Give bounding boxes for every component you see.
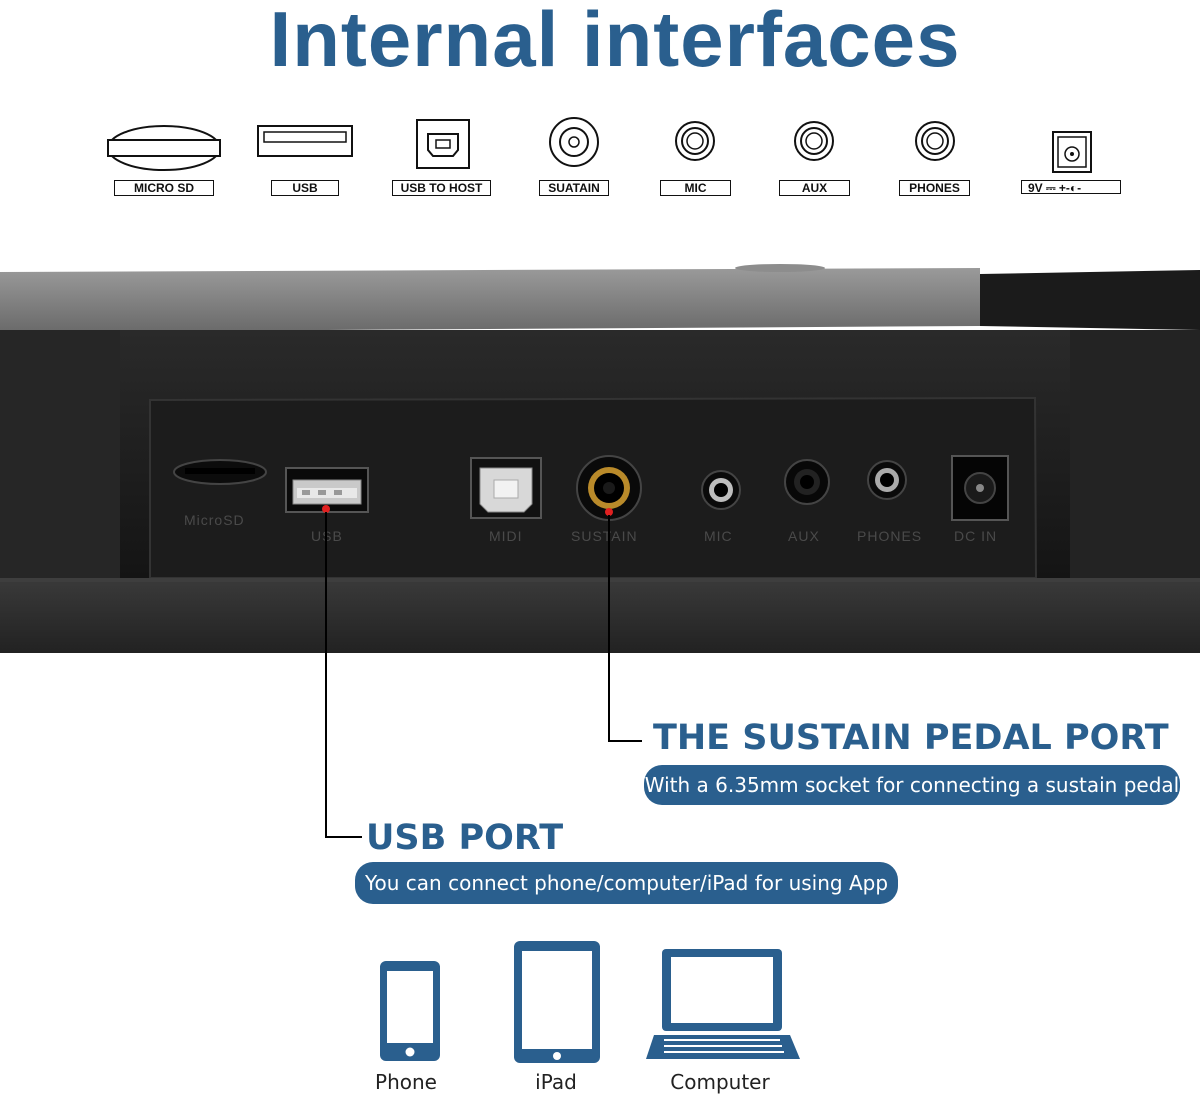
mic-port-icon	[701, 470, 741, 510]
usb-b-icon	[416, 119, 470, 169]
label-dc: 9V ⎓ +-◐-	[1021, 180, 1121, 195]
sustain-heading: THE SUSTAIN PEDAL PORT	[653, 718, 1169, 758]
callout-lines	[325, 512, 642, 838]
usb-description: You can connect phone/computer/iPad for …	[355, 862, 898, 904]
panel-label-phones: PHONES	[857, 528, 923, 544]
panel-label-midi: MIDI	[489, 528, 523, 544]
keyboard-rear-panel	[0, 264, 1200, 653]
usb-heading: USB PORT	[366, 818, 564, 858]
device-icons	[380, 941, 800, 1063]
usb-callout-line	[325, 512, 362, 838]
dc-port-icon	[951, 455, 1009, 521]
label-usb: USB	[271, 180, 339, 196]
device-label-phone: Phone	[375, 1070, 437, 1094]
usb-marker	[322, 505, 330, 513]
micro-sd-icon	[107, 125, 221, 171]
panel-label-aux: AUX	[788, 528, 820, 544]
panel-label-microsd: MicroSD	[184, 512, 245, 528]
page-title: Internal interfaces	[269, 0, 961, 83]
computer-icon	[646, 949, 800, 1059]
label-aux: AUX	[779, 180, 850, 196]
label-phones: PHONES	[899, 180, 970, 196]
panel-label-dc-in: DC IN	[954, 528, 998, 544]
micro-sd-slot-icon	[173, 459, 267, 485]
sustain-port-icon	[576, 455, 642, 521]
interface-icons-row	[107, 117, 1092, 173]
panel-label-mic: MIC	[704, 528, 733, 544]
usb-b-port-icon	[470, 457, 542, 519]
sustain-callout-line	[608, 515, 642, 742]
phone-icon	[380, 961, 440, 1061]
sustain-jack-icon	[549, 117, 599, 167]
aux-port-icon	[784, 459, 830, 505]
ipad-icon	[514, 941, 600, 1063]
panel-label-sustain: SUSTAIN	[571, 528, 638, 544]
sustain-description: With a 6.35mm socket for connecting a su…	[644, 765, 1180, 805]
phones-jack-icon	[915, 121, 955, 161]
dc-jack-icon	[1052, 131, 1092, 173]
mic-jack-icon	[675, 121, 715, 161]
phones-port-icon	[867, 460, 907, 500]
label-sustain: SUATAIN	[539, 180, 609, 196]
usb-a-port-icon	[285, 467, 369, 513]
device-label-computer: Computer	[670, 1070, 770, 1094]
aux-jack-icon	[794, 121, 834, 161]
device-label-ipad: iPad	[535, 1070, 577, 1094]
usb-a-icon	[257, 125, 353, 157]
label-mic: MIC	[660, 180, 731, 196]
label-micro-sd: MICRO SD	[114, 180, 214, 196]
sustain-marker	[605, 508, 613, 516]
label-usb-to-host: USB TO HOST	[392, 180, 491, 196]
